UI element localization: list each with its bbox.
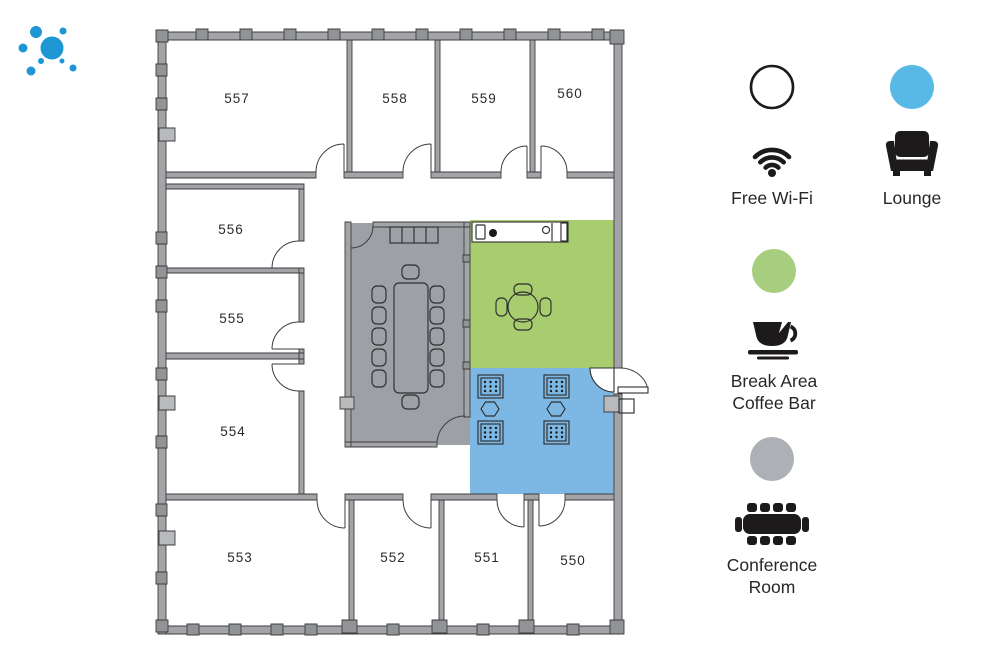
lounge-ottoman	[477, 374, 504, 399]
floor-plan: 557 558 559 560 556 555 554 553 552 551 …	[155, 28, 649, 636]
sink	[541, 225, 551, 235]
room-560-label: 560	[557, 86, 583, 101]
room-555-label: 555	[219, 311, 245, 326]
legend-label-conference-line2: Room	[748, 577, 796, 597]
room-550-label: 550	[560, 553, 586, 568]
legend-item-break-area: Break Area Coffee Bar	[704, 247, 844, 414]
coffee-machine	[475, 224, 486, 240]
floor-zones	[346, 220, 614, 494]
lounge-ottoman	[477, 420, 504, 445]
legend-label-conference-line1: Conference	[726, 555, 818, 575]
wall-fixtures	[158, 127, 620, 546]
coffee-counter	[471, 221, 569, 243]
legend-label-free-wifi: Free Wi-Fi	[731, 188, 813, 208]
room-numbers: 557 558 559 560 556 555 554 553 552 551 …	[218, 86, 586, 568]
couch-icon	[885, 131, 939, 176]
coffee-cup-icon	[748, 322, 798, 360]
lounge-ottoman	[543, 420, 570, 445]
lounge-ottoman	[543, 374, 570, 399]
legend-label-break-area-line2: Coffee Bar	[732, 393, 816, 413]
legend-item-free-wifi: Free Wi-Fi	[702, 63, 842, 209]
room-554-label: 554	[220, 424, 246, 439]
break-area-zone-swatch	[752, 249, 796, 293]
room-553-label: 553	[227, 550, 253, 565]
logo-dots	[18, 26, 77, 76]
brand-dots-logo	[18, 26, 77, 76]
conference-room-zone	[346, 223, 470, 445]
conference-chairs	[371, 264, 445, 410]
room-556-label: 556	[218, 222, 244, 237]
room-558-label: 558	[382, 91, 408, 106]
conference-room-zone-swatch	[750, 437, 794, 481]
free-wifi-zone-swatch	[749, 64, 795, 110]
lounge-zone	[470, 368, 614, 494]
room-552-label: 552	[380, 550, 406, 565]
door-swings	[271, 143, 649, 529]
legend-label-break-area-line1: Break Area	[730, 371, 818, 391]
legend-item-conference-room: Conference Room	[702, 435, 842, 598]
hexagon-side-table	[480, 401, 500, 417]
lounge-zone-swatch	[890, 65, 934, 109]
room-551-label: 551	[474, 550, 500, 565]
room-559-label: 559	[471, 91, 497, 106]
wall-column-marks	[155, 28, 625, 636]
entry-door-clearance	[589, 367, 615, 393]
lounge-furniture	[477, 374, 570, 445]
conference-table-set	[371, 226, 445, 410]
conference-table-icon	[735, 503, 809, 545]
legend-label-lounge: Lounge	[882, 188, 942, 208]
kettle	[489, 229, 497, 237]
room-557-label: 557	[224, 91, 250, 106]
hexagon-side-table	[546, 401, 566, 417]
wifi-icon	[752, 147, 792, 177]
break-area-zone	[470, 220, 614, 368]
round-table	[507, 291, 539, 323]
entry-door-leaf	[617, 386, 649, 394]
legend-item-lounge: Lounge	[842, 63, 982, 209]
break-round-table-set	[495, 283, 552, 331]
conference-table	[393, 282, 429, 394]
entry-fixture	[618, 398, 635, 414]
